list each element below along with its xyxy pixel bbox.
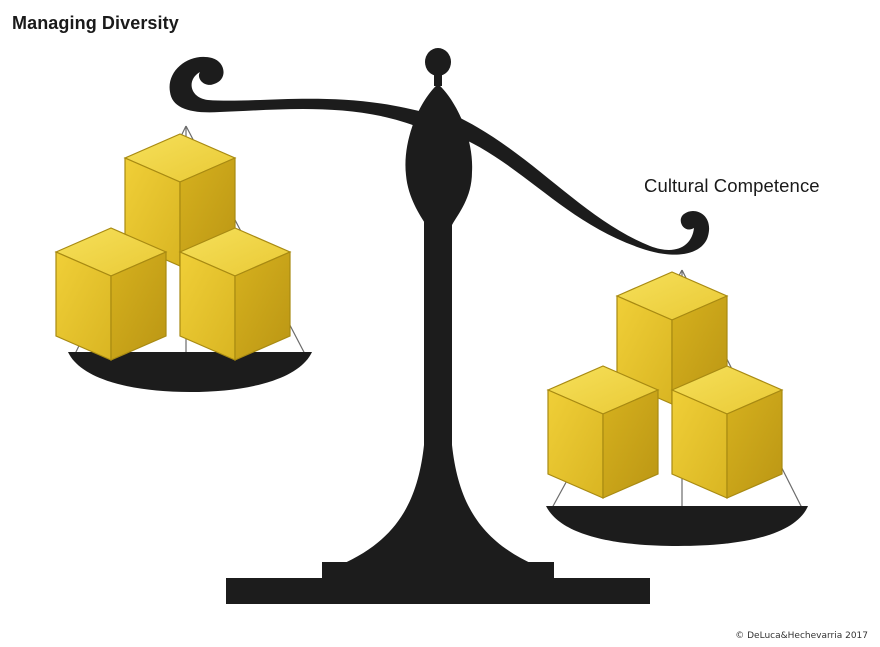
label-cultural-competence: Cultural Competence bbox=[644, 175, 820, 196]
scale-pillar bbox=[226, 48, 650, 604]
scale-beam bbox=[169, 56, 710, 255]
right-cube-stack bbox=[547, 271, 783, 499]
label-managing-diversity: Managing Diversity bbox=[12, 13, 179, 33]
copyright-notice: © DeLuca&Hechevarria 2017 bbox=[735, 631, 868, 641]
left-cube-stack bbox=[55, 133, 291, 361]
